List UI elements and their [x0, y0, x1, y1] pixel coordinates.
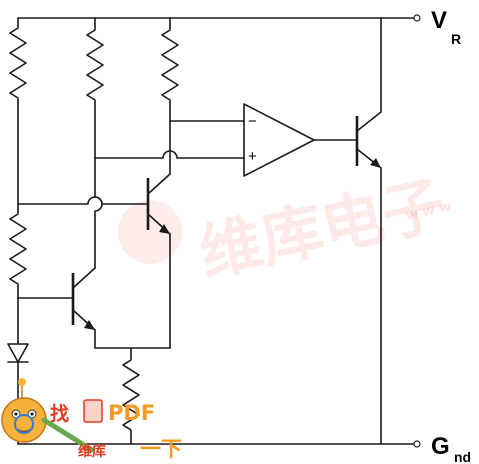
opamp-minus-sign: − — [248, 113, 257, 130]
badge-magnifier-icon — [41, 417, 95, 453]
vr-label: V — [431, 7, 447, 34]
badge-down-text: 一下 — [140, 437, 182, 461]
badge-site-text: 维库 — [78, 443, 106, 460]
transistor-q2 — [146, 120, 171, 349]
badge-mascot-icon — [1, 397, 47, 443]
watermark-text: 维库电子 — [193, 167, 451, 290]
gnd-terminal — [413, 440, 421, 448]
q2-base-wire — [17, 196, 149, 205]
op-amp: − + — [243, 103, 315, 177]
resistor-r3 — [86, 17, 104, 159]
resistor-r4 — [161, 17, 179, 122]
resistor-r1 — [9, 17, 27, 205]
vr-label-subscript: R — [451, 31, 461, 47]
watermark-logo-icon — [118, 200, 182, 264]
transistor-q1 — [71, 267, 171, 349]
resistor-r5 — [122, 347, 140, 445]
opamp-plus-sign: + — [248, 148, 257, 165]
badge-find-text: 找 — [50, 403, 69, 425]
gnd-label: G — [431, 433, 450, 460]
badge-pdf-text: PDF — [108, 401, 155, 425]
pass-transistor — [355, 17, 382, 445]
badge-pdf-icon — [83, 399, 103, 423]
watermark: 维库电子 www — [118, 167, 457, 290]
vr-terminal — [413, 14, 421, 22]
gnd-label-subscript: nd — [454, 449, 471, 464]
site-badge: 找 PDF 维库 一下 — [1, 378, 182, 461]
mid-column-wire — [94, 157, 103, 269]
resistor-r2 — [9, 203, 27, 343]
